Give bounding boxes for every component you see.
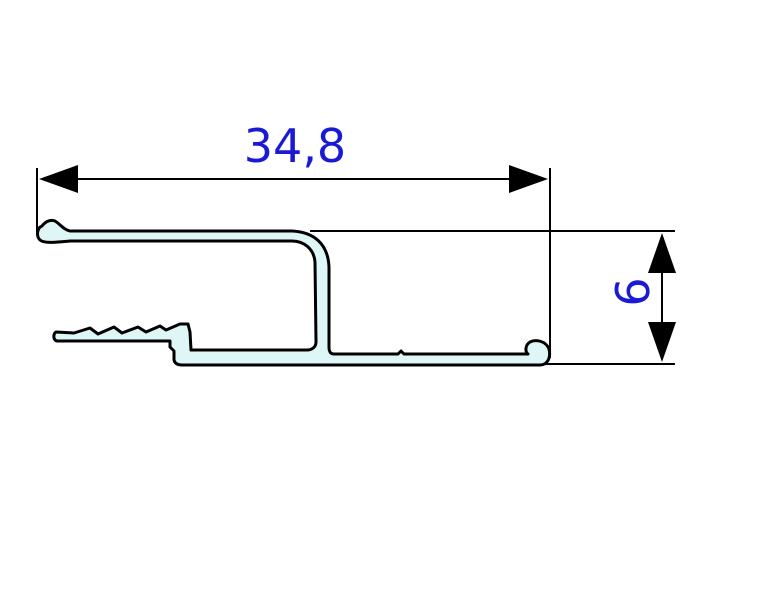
height-dimension: 9 [604, 233, 676, 362]
profile-cross-section [36, 218, 552, 367]
width-arrow-right [509, 165, 548, 193]
width-dimension-label: 34,8 [244, 119, 346, 173]
height-dimension-label: 9 [604, 277, 658, 306]
height-arrow-top [648, 233, 676, 273]
width-dimension: 34,8 [39, 119, 548, 193]
height-arrow-bottom [648, 322, 676, 362]
width-arrow-left [39, 165, 78, 193]
